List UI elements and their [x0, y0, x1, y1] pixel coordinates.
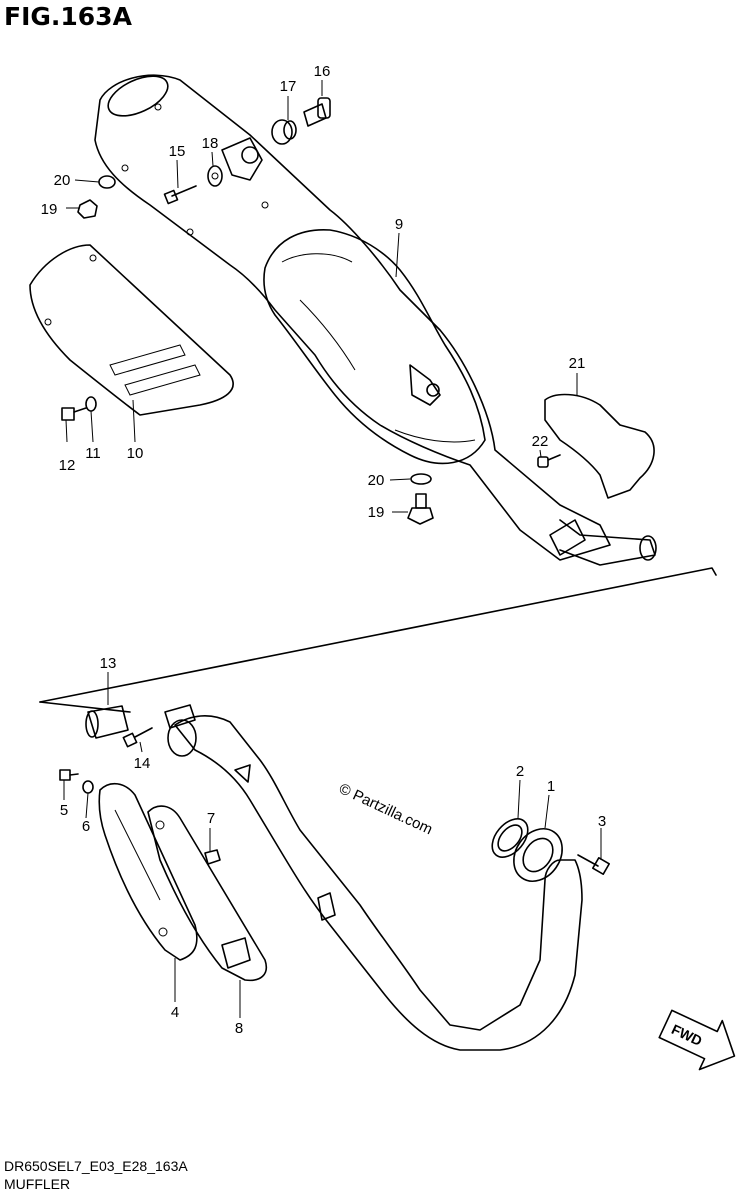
- washer-20-upper[interactable]: [98, 175, 116, 189]
- flange-1[interactable]: [504, 819, 572, 890]
- washer-18[interactable]: [207, 165, 223, 187]
- figure-title: FIG.163A: [4, 2, 132, 31]
- callout-20-lower: 20: [368, 472, 385, 489]
- rear-heat-shield[interactable]: [29, 244, 234, 416]
- callout-6: 6: [82, 818, 90, 835]
- fasteners-5-6-7[interactable]: [59, 769, 221, 865]
- callout-16: 16: [314, 63, 331, 80]
- gasket-2[interactable]: [485, 812, 535, 864]
- bolt-3[interactable]: [577, 854, 610, 875]
- callout-8: 8: [235, 1020, 243, 1037]
- callout-2: 2: [516, 763, 524, 780]
- callout-21: 21: [569, 355, 586, 372]
- heat-shield-8[interactable]: [147, 805, 267, 982]
- heat-shield-4[interactable]: [98, 782, 198, 961]
- diagram-caption: MUFFLER: [4, 1176, 71, 1192]
- washer-11[interactable]: [85, 396, 97, 412]
- callout-10: 10: [127, 445, 144, 462]
- exhaust-pipe[interactable]: [164, 704, 583, 1051]
- callout-labels: 1 2 3 4 5 6 7 8 9 10 11 12 13 14 15 16 1…: [41, 63, 607, 1037]
- callout-19-upper: 19: [41, 201, 58, 218]
- cover-21[interactable]: [544, 393, 655, 499]
- callout-20-upper: 20: [54, 172, 71, 189]
- grommet-17[interactable]: [271, 119, 297, 145]
- callout-19-lower: 19: [368, 504, 385, 521]
- callout-17: 17: [280, 78, 297, 95]
- bolt-14[interactable]: [122, 727, 153, 748]
- callout-15: 15: [169, 143, 186, 160]
- callout-12: 12: [59, 457, 76, 474]
- callout-5: 5: [60, 802, 68, 819]
- callout-11: 11: [85, 445, 101, 462]
- callout-7: 7: [207, 810, 215, 827]
- bolt-16[interactable]: [303, 97, 331, 127]
- bolt-15[interactable]: [163, 185, 197, 205]
- screw-22[interactable]: [537, 454, 561, 468]
- fwd-arrow-icon: FWD: [658, 1009, 736, 1071]
- callout-3: 3: [598, 813, 606, 830]
- callout-18: 18: [202, 135, 219, 152]
- diagram-code: DR650SEL7_E03_E28_163A: [4, 1158, 188, 1174]
- callout-9: 9: [395, 216, 403, 233]
- callout-1: 1: [547, 778, 555, 795]
- callout-13: 13: [100, 655, 117, 672]
- callout-4: 4: [171, 1004, 179, 1021]
- callout-14: 14: [134, 755, 151, 772]
- callout-22: 22: [532, 433, 549, 450]
- bolt-12[interactable]: [61, 407, 87, 421]
- nut-19-lower[interactable]: [407, 493, 434, 525]
- muffler-body[interactable]: [94, 68, 657, 566]
- watermark-text: © Partzilla.com: [336, 780, 435, 838]
- assembly-divider: [39, 567, 717, 713]
- washer-20-lower[interactable]: [410, 473, 432, 485]
- leader-lines: [63, 80, 602, 1018]
- nut-19-upper[interactable]: [77, 199, 98, 219]
- joint-13[interactable]: [85, 705, 129, 739]
